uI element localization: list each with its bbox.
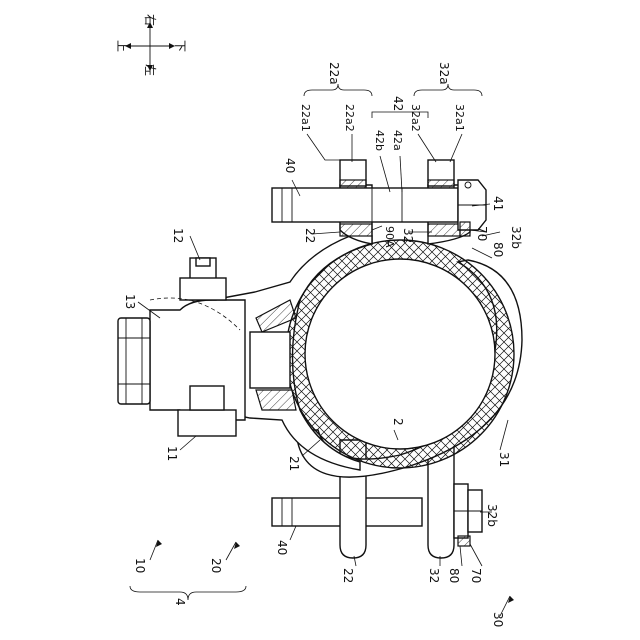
label-21: 21 <box>287 456 301 471</box>
label-20: 20 <box>209 558 223 573</box>
label-2: 2 <box>391 418 405 426</box>
seal-22 <box>340 224 372 236</box>
label-32b-top: 32b <box>509 226 523 249</box>
outlet-11 <box>178 410 236 436</box>
label-42a: 42a <box>391 130 404 151</box>
label-22a1: 22a1 <box>299 104 312 132</box>
label-40-bottom: 40 <box>275 540 289 555</box>
label-40-top: 40 <box>283 158 297 173</box>
label-13: 13 <box>123 294 137 309</box>
label-32a1: 32a1 <box>453 104 466 132</box>
hex-nut-13 <box>118 318 150 404</box>
label-70-top: 70 <box>475 226 489 241</box>
label-22-bottom: 22 <box>341 568 355 583</box>
pipe-2 <box>286 240 514 468</box>
orientation-compass: 右 左 上 下 <box>115 14 187 76</box>
label-22-top: 22 <box>303 228 317 243</box>
valve-assembly <box>118 258 245 436</box>
direction-left: 左 <box>143 64 158 76</box>
direction-right: 右 <box>143 14 158 26</box>
label-42b: 42b <box>373 130 386 151</box>
washer-70-bottom <box>458 536 470 546</box>
label-22a2: 22a2 <box>343 104 356 132</box>
seal-32 <box>428 224 460 236</box>
label-41: 41 <box>491 196 505 211</box>
label-32b-bottom: 32b <box>485 504 499 527</box>
label-11: 11 <box>165 446 179 461</box>
upper-bolt <box>272 180 486 230</box>
label-12: 12 <box>171 228 185 243</box>
label-30: 30 <box>491 612 505 627</box>
label-22a: 22a <box>327 62 341 85</box>
label-70-bottom: 70 <box>469 568 483 583</box>
washer-70-top <box>460 222 470 236</box>
label-80-bottom: 80 <box>447 568 461 583</box>
direction-up: 上 <box>115 40 129 52</box>
direction-down: 下 <box>173 40 187 52</box>
label-32-bottom: 32 <box>427 568 441 583</box>
label-90A: 90A <box>383 226 396 248</box>
label-42: 42 <box>391 96 405 111</box>
label-32a2: 32a2 <box>409 104 422 132</box>
label-32-top: 32 <box>401 228 415 243</box>
label-4: 4 <box>173 598 187 606</box>
label-32a: 32a <box>437 62 451 85</box>
label-80-top: 80 <box>491 242 505 257</box>
upper-bolt-shank <box>272 188 458 222</box>
label-31: 31 <box>497 452 511 467</box>
label-10: 10 <box>133 558 147 573</box>
